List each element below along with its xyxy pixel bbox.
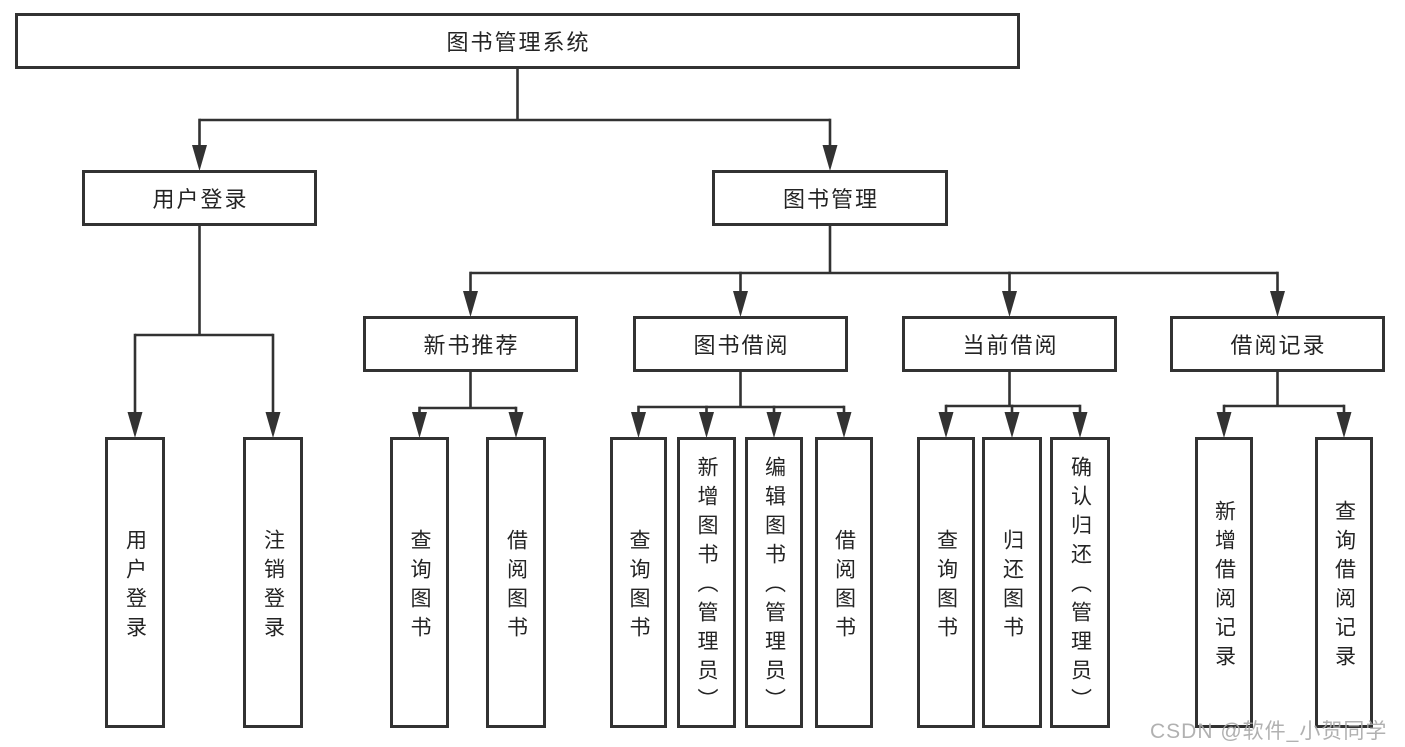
edge-leaf-borrow-books-b-arrow-down-icon [836, 412, 852, 438]
node-label: 查询图书 [408, 528, 431, 645]
node-label: 注销登录 [261, 528, 285, 645]
node-leaf-borrow-books-b: 借阅图书 [815, 437, 873, 728]
node-label: 图书借阅 [693, 333, 790, 358]
node-book-management: 图书管理 [712, 170, 948, 226]
node-label: 查询借阅记录 [1332, 499, 1356, 674]
edge-current-borrowing-arrow-down-icon [1002, 291, 1017, 317]
edge-leaf-user-login-arrow-down-icon [127, 412, 143, 438]
node-label: 借阅图书 [504, 528, 528, 645]
watermark-text: CSDN @软件_小贺同学 [1150, 720, 1388, 743]
node-leaf-query-borrow-record: 查询借阅记录 [1315, 437, 1373, 728]
node-borrowing-records: 借阅记录 [1170, 316, 1385, 372]
node-user-login: 用户登录 [82, 170, 317, 226]
edge-leaf-add-book-admin-arrow-down-icon [699, 412, 714, 438]
node-label: 图书管理 [782, 187, 879, 212]
node-label: 新增图书（管理员） [695, 456, 718, 717]
edge-book-management-arrow-down-icon [822, 145, 838, 171]
edge-leaf-query-books-c-arrow-down-icon [938, 412, 954, 438]
node-leaf-confirm-return-admin: 确认归还（管理员） [1050, 437, 1110, 728]
node-book-borrowing: 图书借阅 [633, 316, 848, 372]
node-leaf-query-books-a: 查询图书 [390, 437, 449, 728]
node-label: 编辑图书（管理员） [762, 456, 786, 717]
node-label: 查询图书 [627, 528, 650, 645]
edge-borrowing-records-arrow-down-icon [1270, 291, 1285, 317]
node-leaf-logout: 注销登录 [243, 437, 303, 728]
node-label: 用户登录 [152, 187, 249, 212]
node-label: 当前借阅 [962, 333, 1059, 358]
node-leaf-borrow-books-a: 借阅图书 [486, 437, 546, 728]
edge-leaf-query-books-a-arrow-down-icon [412, 412, 427, 438]
edge-leaf-return-books-arrow-down-icon [1004, 412, 1020, 438]
edge-leaf-borrow-books-a-arrow-down-icon [508, 412, 524, 438]
node-leaf-user-login: 用户登录 [105, 437, 165, 728]
node-root: 图书管理系统 [15, 13, 1020, 69]
node-leaf-return-books: 归还图书 [982, 437, 1042, 728]
node-label: 新书推荐 [423, 333, 520, 358]
node-leaf-query-books-b: 查询图书 [610, 437, 667, 728]
edge-leaf-logout-arrow-down-icon [265, 412, 281, 438]
edge-leaf-edit-book-admin-arrow-down-icon [766, 412, 782, 438]
node-label: 归还图书 [1000, 528, 1024, 645]
node-label: 图书管理系统 [446, 30, 591, 55]
node-leaf-add-borrow-record: 新增借阅记录 [1195, 437, 1253, 728]
edge-leaf-query-borrow-record-arrow-down-icon [1336, 412, 1352, 438]
node-leaf-query-books-c: 查询图书 [917, 437, 975, 728]
edge-new-book-recommendation-arrow-down-icon [463, 291, 478, 317]
node-current-borrowing: 当前借阅 [902, 316, 1117, 372]
edge-leaf-add-borrow-record-arrow-down-icon [1216, 412, 1232, 438]
node-new-book-recommendation: 新书推荐 [363, 316, 578, 372]
node-label: 确认归还（管理员） [1068, 456, 1092, 717]
edge-book-borrowing-arrow-down-icon [733, 291, 748, 317]
node-label: 新增借阅记录 [1212, 499, 1236, 674]
edge-leaf-confirm-return-admin-arrow-down-icon [1072, 412, 1088, 438]
node-label: 借阅记录 [1230, 333, 1327, 358]
node-leaf-add-book-admin: 新增图书（管理员） [677, 437, 736, 728]
node-label: 查询图书 [934, 528, 958, 645]
edge-leaf-query-books-b-arrow-down-icon [631, 412, 646, 438]
edge-user-login-arrow-down-icon [192, 145, 207, 171]
node-label: 用户登录 [123, 528, 147, 645]
node-leaf-edit-book-admin: 编辑图书（管理员） [745, 437, 803, 728]
node-label: 借阅图书 [832, 528, 856, 645]
